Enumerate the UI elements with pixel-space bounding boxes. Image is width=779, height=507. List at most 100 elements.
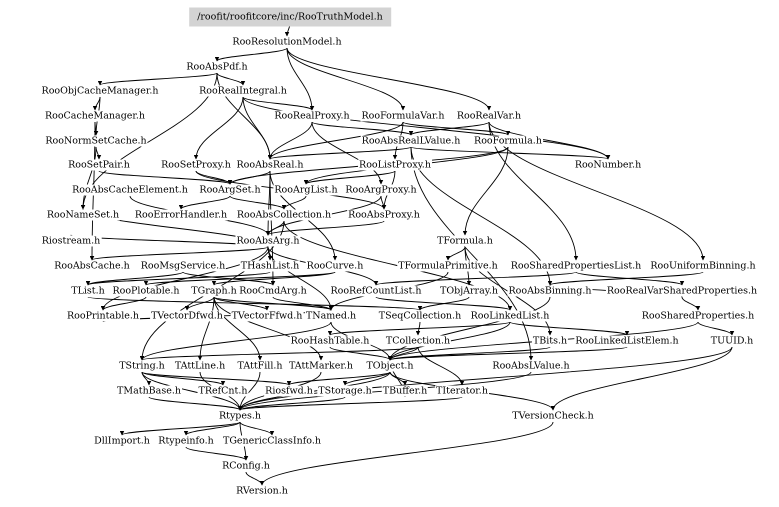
graph-node[interactable]: TVersionCheck.h (511, 410, 595, 422)
graph-node[interactable]: DllImport.h (93, 435, 151, 447)
dependency-edge (410, 146, 534, 361)
dependency-edge (214, 47, 288, 62)
graph-node[interactable]: TObjArray.h (438, 285, 500, 297)
dependency-edge (462, 146, 509, 236)
graph-node[interactable]: RooMsgService.h (139, 260, 227, 272)
graph-node[interactable]: RooResolutionModel.h (231, 36, 343, 48)
dependency-edge (80, 146, 97, 210)
graph-node[interactable]: RooErrorHandler.h (133, 209, 229, 221)
dependency-edge (329, 346, 393, 361)
graph-node[interactable]: RooRealProxy.h (273, 110, 351, 122)
graph-node[interactable]: TAttFill.h (236, 360, 284, 372)
graph-node[interactable]: Riosfwd.h (264, 385, 314, 397)
graph-node[interactable]: RooSetProxy.h (160, 159, 232, 171)
dependency-edge (286, 371, 391, 386)
graph-node[interactable]: RooRealVarSharedProperties.h (605, 285, 759, 297)
graph-node[interactable]: Rtypeinfo.h (157, 435, 215, 447)
graph-node[interactable]: RooRefCountList.h (329, 285, 423, 297)
dependency-edge (311, 121, 414, 136)
graph-node[interactable]: RooPrintable.h (65, 310, 141, 322)
dependency-edge (178, 195, 231, 210)
graph-node[interactable]: RooAbsCacheElement.h (71, 184, 189, 196)
graph-node[interactable]: TStorage.h (317, 385, 373, 397)
graph-node[interactable]: TRefCnt.h (197, 385, 249, 397)
graph-node[interactable]: RooAbsBinning.h (507, 285, 593, 297)
dependency-edge (143, 271, 336, 286)
graph-node[interactable]: RooArgList.h (273, 184, 339, 196)
graph-node[interactable]: RConfig.h (221, 460, 271, 472)
graph-node[interactable]: RooArgSet.h (198, 184, 262, 196)
dependency-edge (227, 170, 271, 185)
dependency-edge (237, 396, 463, 411)
dependency-edge (100, 296, 147, 311)
graph-node[interactable]: RooAbsArg.h (235, 235, 301, 247)
dependency-edge (213, 296, 334, 311)
graph-node[interactable]: RooAbsReal.h (235, 159, 305, 171)
graph-node[interactable]: TGenericClassInfo.h (222, 435, 322, 447)
graph-node[interactable]: RooRealIntegral.h (198, 85, 288, 97)
dependency-edge (237, 396, 346, 411)
dependency-edge (213, 296, 263, 361)
graph-node[interactable]: TBuffer.h (381, 385, 429, 397)
graph-node[interactable]: RooAbsCache.h (53, 260, 131, 272)
graph-node[interactable]: RooNormSetCache.h (44, 135, 148, 147)
graph-node[interactable]: Riostream.h (40, 235, 102, 247)
graph-node[interactable]: TIterator.h (435, 385, 489, 397)
graph-node[interactable]: RVersion.h (235, 485, 289, 497)
graph-node[interactable]: RooAbsCollection.h (235, 209, 333, 221)
graph-node[interactable]: THashList.h (239, 260, 301, 272)
graph-node[interactable]: TUUID.h (709, 335, 755, 347)
dependency-edge (281, 195, 307, 210)
dependency-edge (213, 296, 270, 311)
graph-node[interactable]: RooFormulaVar.h (360, 110, 446, 122)
dependency-edge (184, 296, 215, 311)
graph-node[interactable]: RooNumber.h (573, 159, 643, 171)
graph-node[interactable]: RooAbsProxy.h (347, 209, 421, 221)
graph-node[interactable]: RooArgProxy.h (344, 184, 418, 196)
graph-node[interactable]: TCollection.h (384, 335, 452, 347)
dependency-edge (402, 121, 511, 136)
graph-node[interactable]: RooObjCacheManager.h (40, 85, 160, 97)
graph-node[interactable]: RooUniformBinning.h (649, 260, 757, 272)
graph-node[interactable]: RooPlotable.h (111, 285, 181, 297)
graph-node[interactable]: TMathBase.h (116, 385, 182, 397)
graph-node[interactable]: RooSharedPropertiesList.h (509, 260, 643, 272)
graph-node[interactable]: RooListProxy.h (358, 159, 432, 171)
graph-node[interactable]: RooCurve.h (305, 260, 365, 272)
graph-node[interactable]: TBits.h (531, 335, 569, 347)
graph-node[interactable]: TList.h (70, 285, 106, 297)
graph-node[interactable]: RooRealVar.h (455, 110, 523, 122)
root-file-node[interactable]: /roofit/roofitcore/inc/RooTruthModel.h (189, 7, 391, 27)
graph-node[interactable]: RooCacheManager.h (43, 110, 147, 122)
graph-node[interactable]: RooAbsPdf.h (185, 61, 249, 73)
graph-node[interactable]: TAttLine.h (173, 360, 227, 372)
graph-node[interactable]: TObject.h (365, 360, 415, 372)
graph-node[interactable]: RooAbsLValue.h (491, 360, 571, 372)
graph-node[interactable]: TString.h (118, 360, 166, 372)
dependency-edge (488, 121, 611, 160)
graph-node[interactable]: RooLinkedList.h (469, 310, 551, 322)
graph-node[interactable]: TNamed.h (304, 310, 358, 322)
graph-node[interactable]: RooFormula.h (473, 135, 543, 147)
graph-node[interactable]: RooHashTable.h (289, 335, 371, 347)
graph-node[interactable]: RooNameSet.h (45, 209, 121, 221)
graph-node[interactable]: TAttMarker.h (287, 360, 355, 372)
graph-node[interactable]: TFormulaPrimitive.h (397, 260, 499, 272)
graph-node[interactable]: RooLinkedListElem.h (574, 335, 680, 347)
graph-node[interactable]: TVectorFfwd.h (230, 310, 304, 322)
graph-node[interactable]: TGraph.h (190, 285, 238, 297)
graph-node[interactable]: RooSetPair.h (67, 159, 131, 171)
graph-node[interactable]: TVectorDfwd.h (150, 310, 224, 322)
graph-node[interactable]: TSeqCollection.h (377, 310, 463, 322)
graph-node[interactable]: TFormula.h (436, 235, 494, 247)
dependency-edge (267, 146, 412, 160)
graph-node[interactable]: RooCmdArg.h (238, 285, 308, 297)
dependency-edge (408, 121, 490, 136)
dependency-edge (141, 371, 226, 386)
graph-node[interactable]: RooSharedProperties.h (640, 310, 756, 322)
dependency-edge (242, 96, 273, 160)
graph-node[interactable]: Rtypes.h (217, 410, 263, 422)
dependency-edge (327, 321, 511, 336)
graph-node[interactable]: RooAbsRealLValue.h (360, 135, 462, 147)
